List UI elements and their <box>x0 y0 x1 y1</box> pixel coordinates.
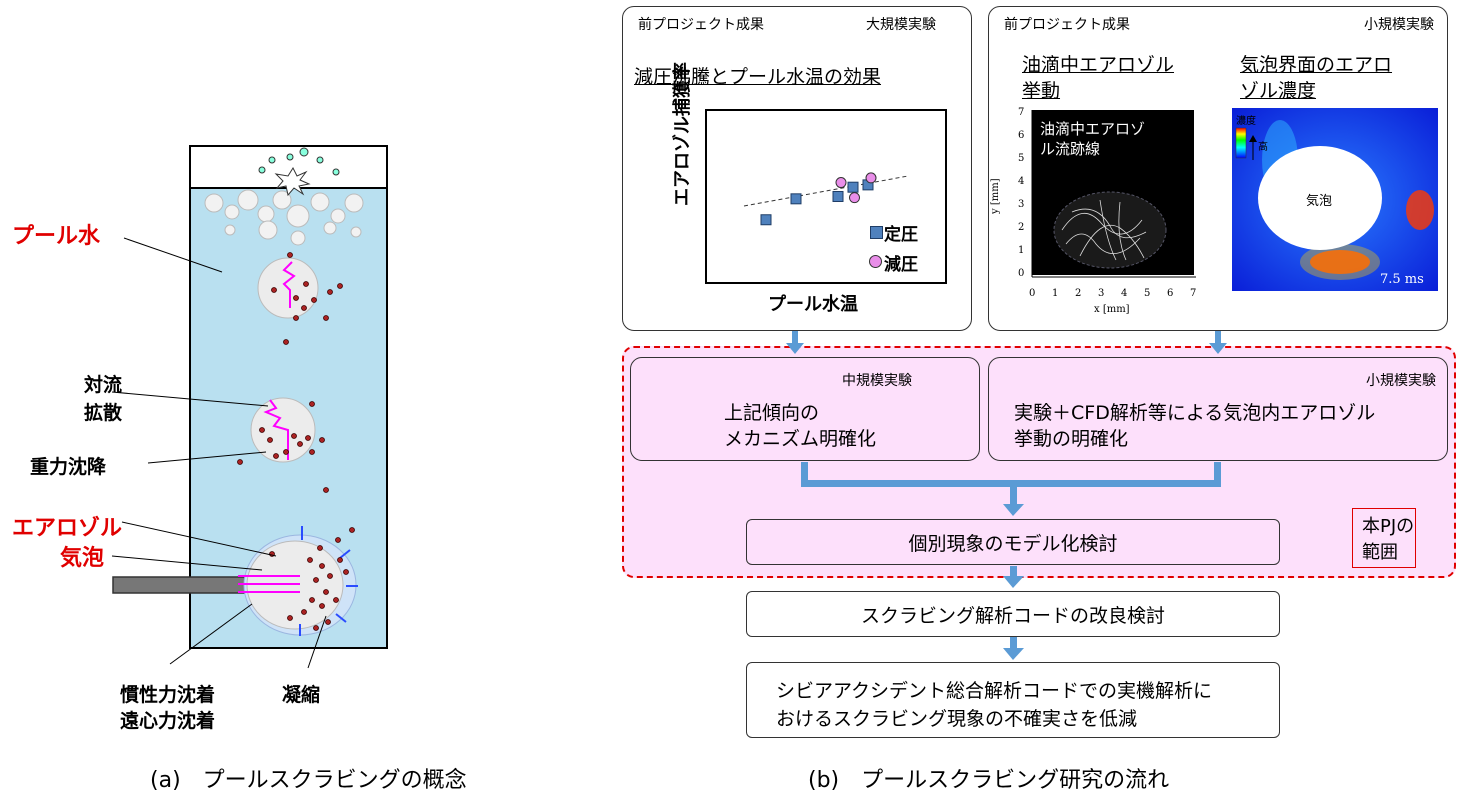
label-bubble: 気泡 <box>60 546 105 571</box>
caption-a: (a) プールスクラビングの概念 <box>150 768 467 793</box>
x-tick-2: 2 <box>1075 288 1082 299</box>
label-condensation: 凝縮 <box>282 684 321 706</box>
small2-tag: 小規模実験 <box>1366 373 1436 389</box>
final-line2: おけるスクラビング現象の不確実さを低減 <box>776 708 1138 730</box>
conc-label: 濃度 <box>1236 116 1256 127</box>
code-improvement-box: スクラビング解析コードの改良検討 <box>746 591 1280 637</box>
large-tag-right: 大規模実験 <box>866 17 936 33</box>
y-tick-6: 6 <box>1018 130 1025 141</box>
small-tag-left: 前プロジェクト成果 <box>1004 17 1130 33</box>
legend-square-icon <box>870 226 883 239</box>
label-aerosol: エアロゾル <box>12 516 123 541</box>
small-title-2b: ゾル濃度 <box>1240 80 1317 102</box>
final-goal-box <box>746 662 1280 738</box>
caption-b: (b) プールスクラビング研究の流れ <box>808 768 1170 793</box>
time-label: 7.5 ms <box>1380 272 1424 287</box>
y-tick-2: 2 <box>1018 222 1025 233</box>
chart-point-circle-1 <box>849 192 860 204</box>
high-label: 高 <box>1258 142 1268 153</box>
label-convection: 対流 <box>84 374 123 396</box>
x-axis-label: x [mm] <box>1094 304 1130 315</box>
scope-label-box <box>1352 508 1416 568</box>
y-tick-4: 4 <box>1018 176 1025 187</box>
label-centrifugal: 遠心力沈着 <box>120 710 216 732</box>
mid-scale-box <box>630 357 980 461</box>
small2-line1: 実験＋CFD解析等による気泡内エアロゾル <box>1014 402 1376 424</box>
large-title: 減圧沸騰とプール水温の効果 <box>634 66 882 88</box>
y-tick-3: 3 <box>1018 199 1025 210</box>
trajectory-label-1: 油滴中エアロゾ <box>1040 120 1146 138</box>
label-gravity: 重力沈降 <box>30 456 107 478</box>
x-tick-5: 5 <box>1144 288 1151 299</box>
label-pool-water: プール水 <box>12 224 101 249</box>
small-title-1a: 油滴中エアロゾル <box>1022 54 1175 76</box>
small-tag-right: 小規模実験 <box>1364 17 1434 33</box>
chart-point-circle-2 <box>865 172 877 184</box>
bubble-label: 気泡 <box>1306 194 1333 209</box>
x-tick-0: 0 <box>1029 288 1036 299</box>
legend-label-b: 減圧 <box>884 255 918 275</box>
scope-line1: 本PJの <box>1362 516 1415 537</box>
mid-tag: 中規模実験 <box>842 373 912 389</box>
label-diffusion: 拡散 <box>84 402 123 424</box>
condensation-arrows <box>299 526 358 636</box>
trajectory-label-2: ル流跡線 <box>1040 140 1101 158</box>
x-tick-1: 1 <box>1052 288 1059 299</box>
aerosol-particles <box>237 252 355 631</box>
legend-circle-icon <box>869 255 882 268</box>
surface-bubbles <box>204 189 364 246</box>
y-tick-7: 7 <box>1018 107 1025 118</box>
small2-line2: 挙動の明確化 <box>1014 428 1129 450</box>
legend-label-a: 定圧 <box>884 225 918 245</box>
small-title-2a: 気泡界面のエアロ <box>1240 54 1393 76</box>
chart-plot-area <box>705 109 947 284</box>
small-scale-box <box>988 357 1448 461</box>
chart-point-square-3 <box>847 181 859 193</box>
mid-line2: メカニズム明確化 <box>724 428 877 450</box>
small-title-1b: 挙動 <box>1022 80 1061 102</box>
scope-line2: 範囲 <box>1362 542 1398 563</box>
spray-droplets <box>258 147 340 176</box>
y-tick-1: 1 <box>1018 245 1025 256</box>
y-tick-0: 0 <box>1018 268 1025 279</box>
final-line1: シビアアクシデント総合解析コードでの実機解析に <box>776 680 1213 702</box>
chart-point-circle-0 <box>835 177 847 189</box>
x-tick-4: 4 <box>1121 288 1128 299</box>
label-inertial: 慣性力沈着 <box>120 684 216 706</box>
color-bar <box>1235 127 1247 159</box>
chart-point-square-0 <box>760 214 772 226</box>
chart-point-square-1 <box>790 193 802 205</box>
x-tick-7: 7 <box>1190 288 1197 299</box>
leader-lines <box>111 237 327 669</box>
inertial-arrows <box>238 575 300 593</box>
x-tick-6: 6 <box>1167 288 1174 299</box>
large-tag-left: 前プロジェクト成果 <box>638 17 764 33</box>
chart-xlabel: プール水温 <box>768 294 858 315</box>
chart-point-square-2 <box>832 191 844 202</box>
mid-line1: 上記傾向の <box>724 402 820 424</box>
modeling-box: 個別現象のモデル化検討 <box>746 519 1280 565</box>
x-tick-3: 3 <box>1098 288 1105 299</box>
burst-icon <box>274 166 311 197</box>
bubble-shape <box>1258 146 1382 250</box>
y-tick-5: 5 <box>1018 153 1025 164</box>
